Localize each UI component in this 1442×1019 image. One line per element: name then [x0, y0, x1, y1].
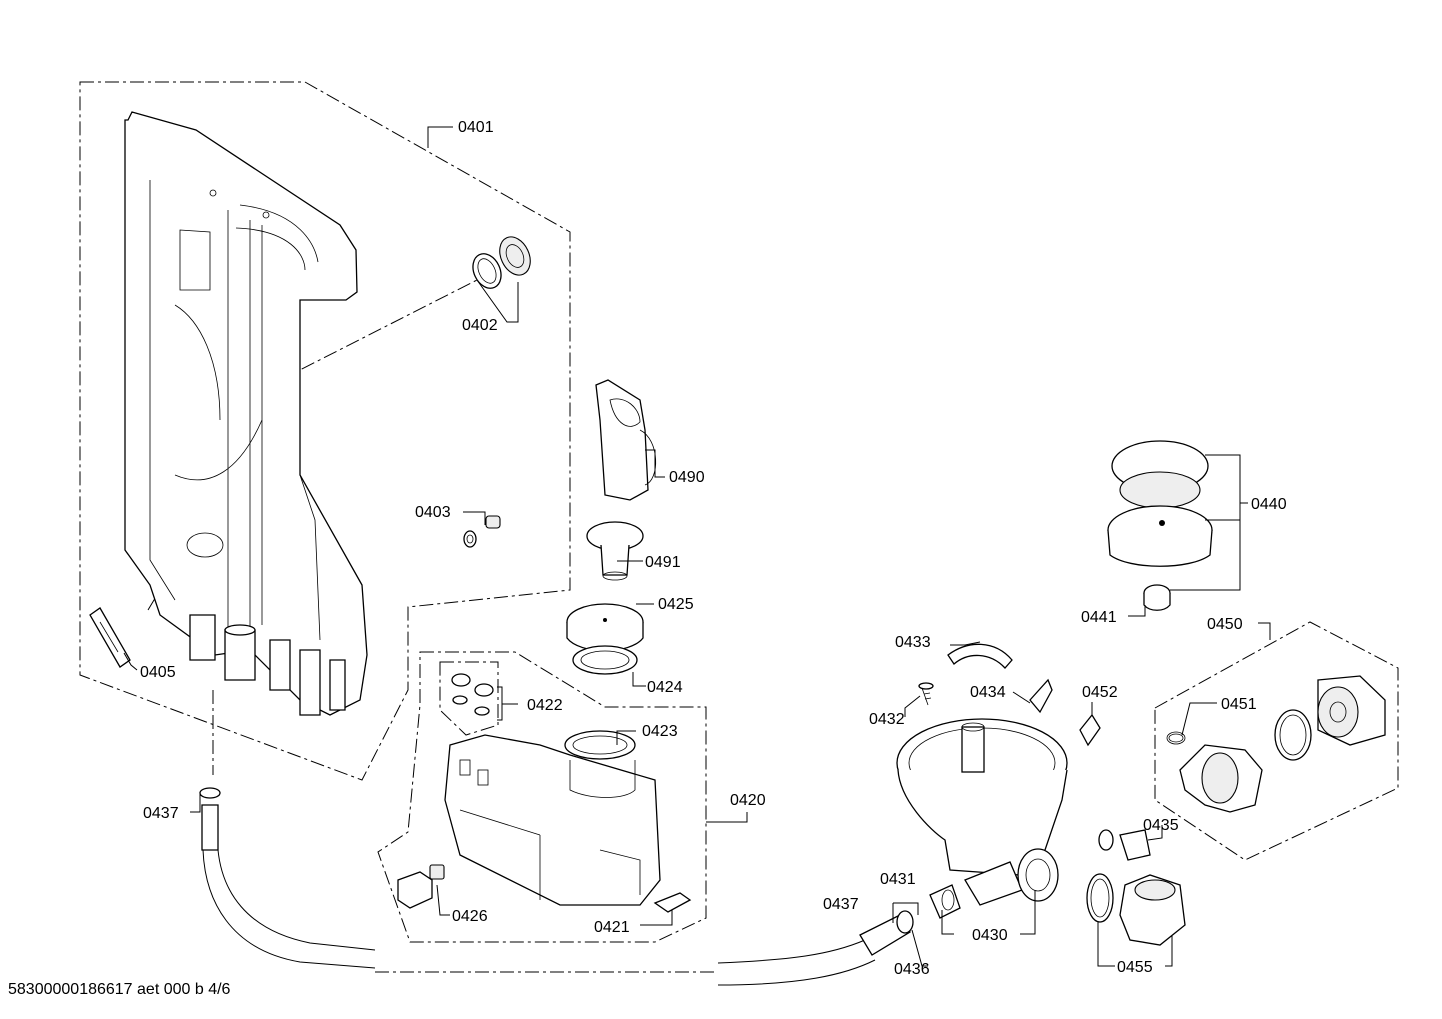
callout-0437-left: 0437 — [143, 805, 179, 822]
seal-0435-part — [1098, 829, 1151, 861]
unit-0440-part — [1107, 440, 1213, 567]
bracket-0421-part — [653, 892, 692, 913]
callout-0436: 0436 — [894, 961, 930, 978]
base-frame-part — [124, 111, 368, 716]
clip-0434-part — [1029, 678, 1053, 714]
callout-0401: 0401 — [458, 119, 494, 136]
callout-0424: 0424 — [647, 679, 683, 696]
drain-hose-part — [199, 787, 914, 986]
callout-0490: 0490 — [669, 469, 705, 486]
callout-0402: 0402 — [462, 317, 498, 334]
drainpump-0455-part — [1086, 873, 1186, 946]
callout-0452: 0452 — [1082, 684, 1118, 701]
seals-0422-part — [451, 673, 494, 716]
callout-0437-right: 0437 — [823, 896, 859, 913]
cover-0433-part — [947, 643, 1013, 669]
callout-0433: 0433 — [895, 634, 931, 651]
callout-0430: 0430 — [972, 927, 1008, 944]
seal-0402-part — [472, 236, 531, 289]
sensor-0441-part — [1143, 584, 1171, 611]
callout-0451: 0451 — [1221, 696, 1257, 713]
callout-0450: 0450 — [1207, 616, 1243, 633]
clip-0452-part — [1079, 713, 1101, 747]
funnel-0490-part — [595, 379, 657, 501]
clip-0405-part — [89, 607, 131, 668]
callout-0423: 0423 — [642, 723, 678, 740]
callout-0420: 0420 — [730, 792, 766, 809]
callout-0434: 0434 — [970, 684, 1006, 701]
callout-0431: 0431 — [880, 871, 916, 888]
callout-0421: 0421 — [594, 919, 630, 936]
cup-0491-part — [586, 521, 644, 581]
filter-0431-part — [929, 884, 961, 919]
pump-0450-part — [1166, 675, 1386, 813]
callout-0403: 0403 — [415, 504, 451, 521]
group-outline-0422 — [439, 661, 499, 736]
callout-0422: 0422 — [527, 697, 563, 714]
drawing-reference-footer: 58300000186617 aet 000 b 4/6 — [8, 981, 231, 998]
leader-lines — [123, 126, 1271, 967]
gasket-0451-part — [1168, 733, 1184, 743]
group-outline-0420 — [377, 651, 707, 943]
group-outline-0450 — [1154, 621, 1399, 861]
ring-0424-part — [572, 645, 638, 675]
callout-0491: 0491 — [645, 554, 681, 571]
callout-0441: 0441 — [1081, 609, 1117, 626]
callout-0432: 0432 — [869, 711, 905, 728]
callout-0435: 0435 — [1143, 817, 1179, 834]
valve-0426-part — [397, 864, 445, 909]
callout-0440: 0440 — [1251, 496, 1287, 513]
sump-0430-part — [896, 718, 1068, 906]
callout-0426: 0426 — [452, 908, 488, 925]
callout-labels: 0401 0402 0403 0405 0490 0491 0425 0424 … — [140, 119, 1287, 978]
cap-0425-part — [566, 603, 644, 652]
connector-0403-part — [463, 515, 501, 548]
screw-0432-part — [918, 682, 934, 706]
callout-0405: 0405 — [140, 664, 176, 681]
softener-0420-part — [444, 730, 661, 906]
callout-0425: 0425 — [658, 596, 694, 613]
group-outline-0401 — [79, 81, 571, 781]
callout-0455: 0455 — [1117, 959, 1153, 976]
